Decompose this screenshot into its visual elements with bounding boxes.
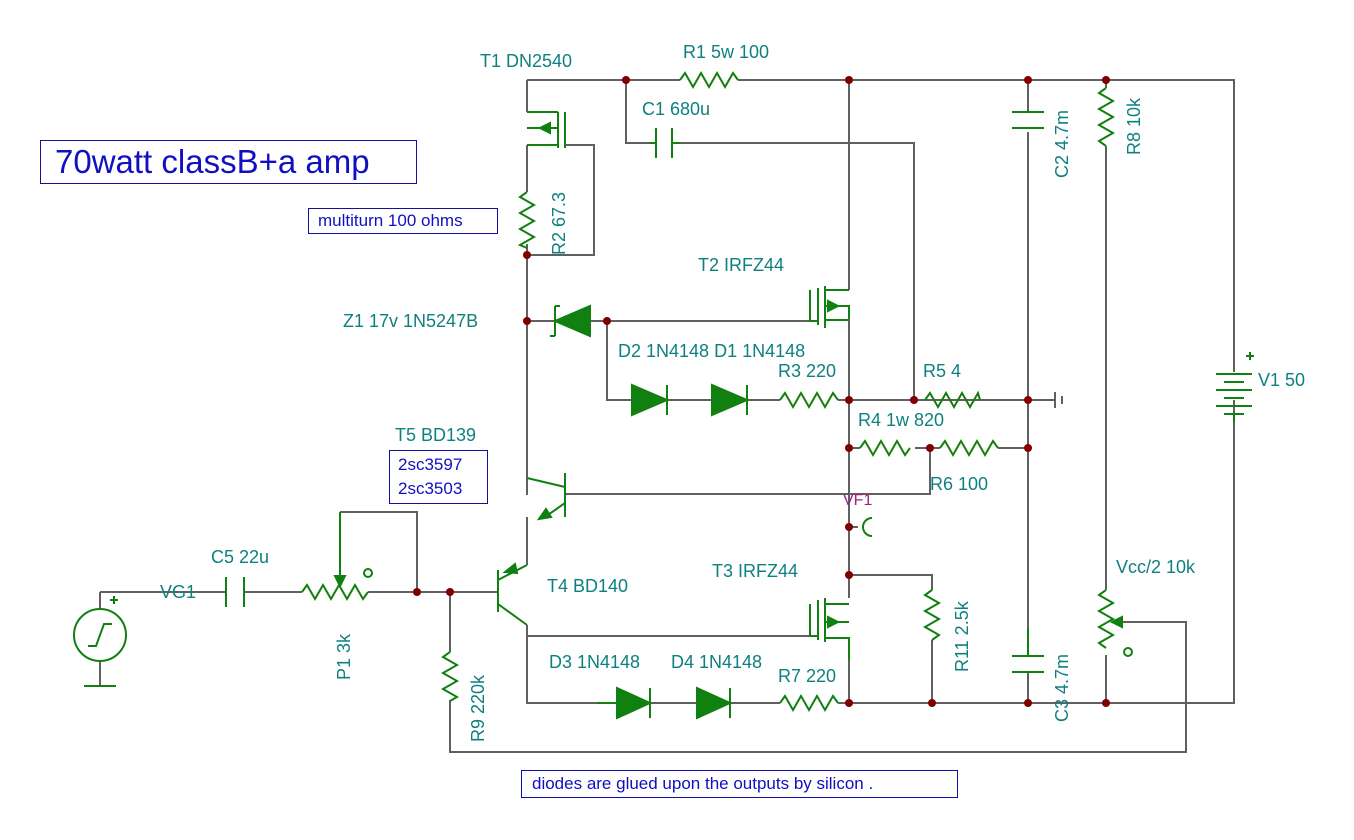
multiturn-note: multiturn 100 ohms [308, 208, 498, 234]
r6-resistor-symbol [939, 438, 999, 458]
v1-label: V1 50 [1258, 370, 1305, 390]
junction-dots [413, 76, 1110, 707]
r1-resistor-symbol [679, 70, 739, 90]
t4-pnp-transistor-symbol [497, 562, 528, 626]
t5-label: T5 BD139 [395, 425, 476, 445]
r8-resistor-symbol [1096, 87, 1116, 147]
c5-label: C5 22u [211, 547, 269, 567]
vg1-label: VG1 [160, 582, 196, 602]
multiturn-note-text: multiturn 100 ohms [318, 211, 463, 230]
z1-label: Z1 17v 1N5247B [343, 311, 478, 331]
r5-resistor-symbol [924, 390, 981, 410]
r2-resistor-symbol [517, 191, 537, 249]
r9-label: R9 220k [468, 674, 488, 742]
c5-capacitor-symbol [225, 577, 245, 607]
t2-mosfet-symbol [809, 286, 850, 328]
t4-label: T4 BD140 [547, 576, 628, 596]
c2-capacitor-symbol [1012, 110, 1044, 129]
r3-label: R3 220 [778, 361, 836, 381]
r5-label: R5 4 [923, 361, 961, 381]
v1-battery-symbol [1216, 352, 1254, 422]
t1-label: T1 DN2540 [480, 51, 572, 71]
p1-label: P1 3k [334, 633, 354, 680]
d4-label: D4 1N4148 [671, 652, 762, 672]
r4-label: R4 1w 820 [858, 410, 944, 430]
vf1-probe-symbol [862, 517, 873, 537]
t2-label: T2 IRFZ44 [698, 255, 784, 275]
component-labels: T1 DN2540 R1 5w 100 C1 680u C2 4.7m R8 1… [160, 42, 1305, 742]
r3-resistor-symbol [779, 390, 839, 410]
r6-label: R6 100 [930, 474, 988, 494]
d4-diode-symbol [696, 686, 733, 720]
c1-label: C1 680u [642, 99, 710, 119]
c3-label: C3 4.7m [1052, 654, 1072, 722]
r2-label: R2 67.3 [549, 192, 569, 255]
vg1-signal-source-symbol [73, 596, 127, 662]
r7-resistor-symbol [779, 693, 839, 713]
diodes-note-text: diodes are glued upon the outputs by sil… [532, 774, 874, 793]
r11-resistor-symbol [922, 589, 942, 641]
r7-label: R7 220 [778, 666, 836, 686]
r4-resistor-symbol [859, 438, 911, 458]
t1-mosfet-symbol [527, 111, 566, 148]
c2-label: C2 4.7m [1052, 110, 1072, 178]
t3-mosfet-symbol [809, 598, 850, 660]
z1-zener-symbol [550, 304, 591, 338]
title-text: 70watt classB+a amp [55, 143, 370, 180]
d3-diode-symbol [597, 686, 653, 720]
r11-label: R11 2.5k [952, 600, 972, 672]
p1-potentiometer-symbol [301, 512, 373, 602]
d3-label: D3 1N4148 [549, 652, 640, 672]
r1-label: R1 5w 100 [683, 42, 769, 62]
t3-label: T3 IRFZ44 [712, 561, 798, 581]
t5-npn-transistor-symbol [526, 473, 566, 521]
vcc2-label: Vcc/2 10k [1116, 557, 1196, 577]
vf1-label: VF1 [843, 492, 872, 509]
c1-capacitor-symbol [650, 128, 680, 158]
d2-diode-symbol [631, 383, 670, 417]
vcc2-potentiometer-symbol [1096, 589, 1133, 657]
d2-d1-label: D2 1N4148 D1 1N4148 [618, 341, 805, 361]
c3-capacitor-symbol [1012, 628, 1044, 673]
d1-diode-symbol [711, 383, 750, 417]
r9-resistor-symbol [440, 651, 460, 702]
r8-label: R8 10k [1124, 97, 1144, 155]
title-box: 70watt classB+a amp [40, 140, 417, 184]
diodes-note: diodes are glued upon the outputs by sil… [521, 770, 958, 798]
transistor-note-line-2: 2sc3503 [398, 479, 463, 498]
transistor-note-line-1: 2sc3597 [398, 455, 463, 474]
transistor-substitutes-note: 2sc3597 2sc3503 [389, 450, 488, 504]
